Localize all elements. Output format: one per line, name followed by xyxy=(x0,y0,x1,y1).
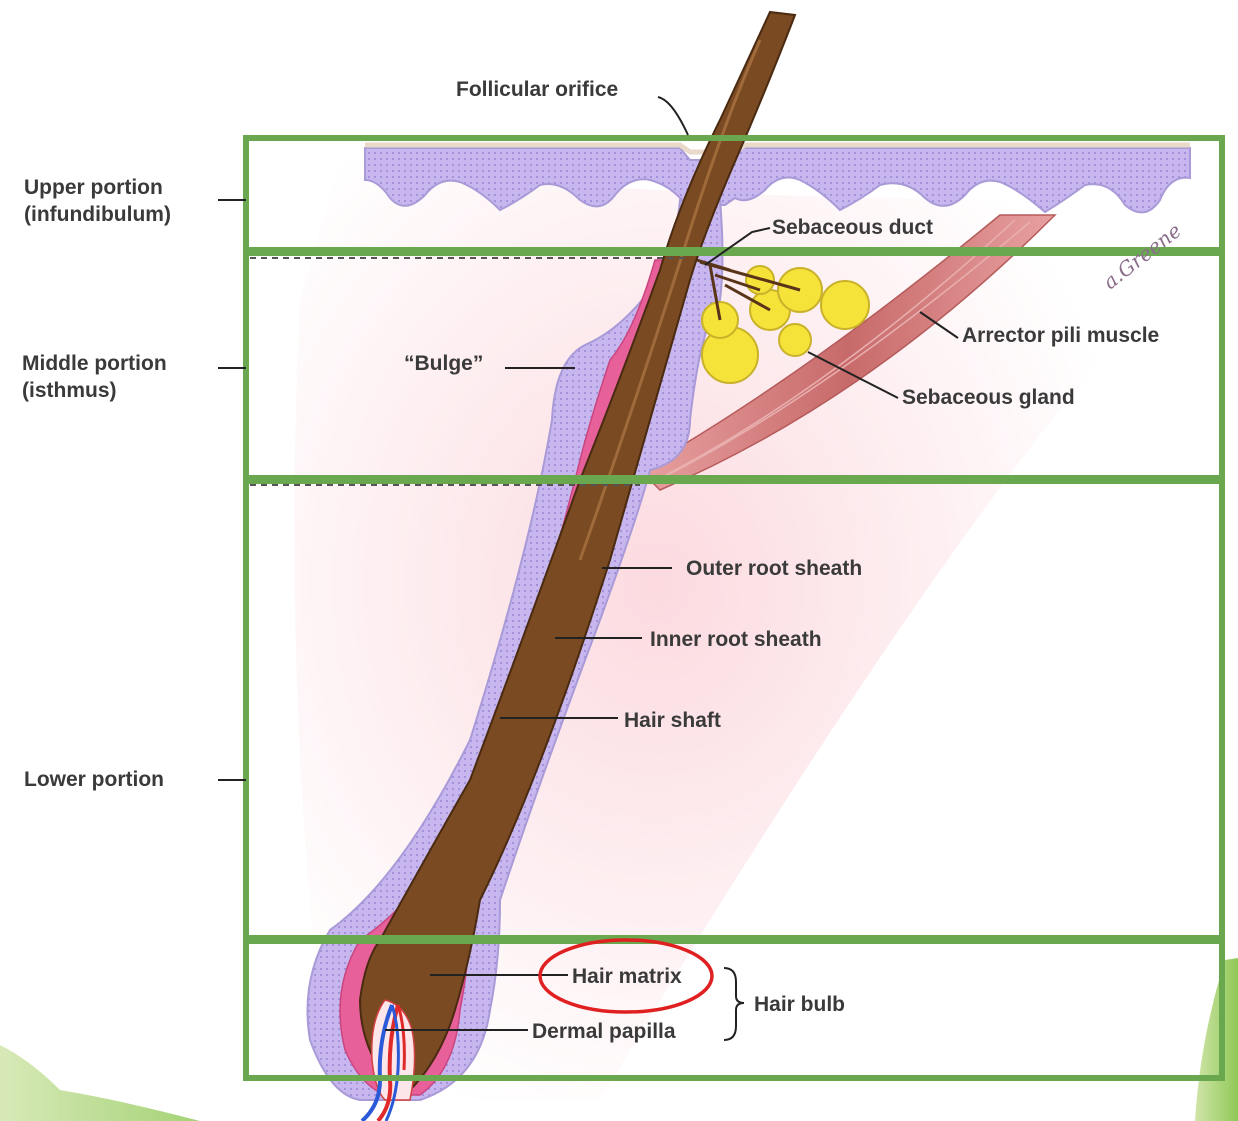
label-sebaceous-gland: Sebaceous gland xyxy=(902,386,1075,409)
label-hair-shaft: Hair shaft xyxy=(624,709,721,732)
label-lower-portion: Lower portion xyxy=(24,768,164,791)
label-outer-root-sheath: Outer root sheath xyxy=(686,557,862,580)
decorative-leaf-bottom-left xyxy=(0,1045,200,1121)
label-middle-portion-line1: Middle portion xyxy=(22,352,167,375)
label-inner-root-sheath: Inner root sheath xyxy=(650,628,822,651)
label-dermal-papilla: Dermal papilla xyxy=(532,1020,676,1043)
label-upper-portion-line1: Upper portion xyxy=(24,176,163,199)
label-hair-matrix: Hair matrix xyxy=(572,965,682,988)
label-upper-portion-line2: (infundibulum) xyxy=(24,203,171,226)
decorative-leaf-bottom-right xyxy=(1195,958,1238,1121)
leader-follicular-orifice xyxy=(658,97,688,135)
label-sebaceous-duct: Sebaceous duct xyxy=(772,216,933,239)
hair-bulb-bracket xyxy=(724,968,744,1040)
label-follicular-orifice: Follicular orifice xyxy=(456,78,618,101)
label-arrector-pili-muscle: Arrector pili muscle xyxy=(962,324,1159,347)
label-middle-portion-line2: (isthmus) xyxy=(22,379,117,402)
label-bulge: “Bulge” xyxy=(404,352,483,375)
artist-signature: a.Greene xyxy=(1098,218,1185,294)
label-hair-bulb: Hair bulb xyxy=(754,993,845,1016)
